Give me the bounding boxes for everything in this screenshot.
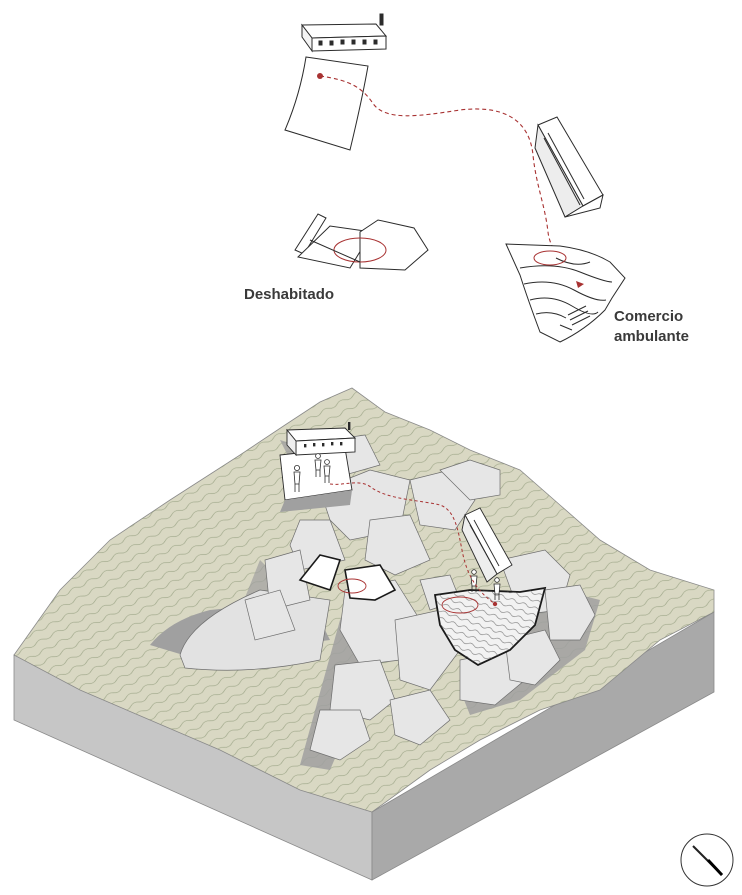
school-area: [280, 422, 355, 512]
deshabitado-plots: [295, 214, 428, 270]
school-plaza-sheet: [285, 57, 368, 150]
comercio-plot: [506, 244, 625, 342]
building-icon: [302, 14, 386, 51]
exploded-diagram: [285, 14, 625, 342]
label-comercio-line2: ambulante: [614, 328, 689, 346]
compass-icon: [681, 834, 733, 886]
label-comercio-line1: Comercio: [614, 308, 683, 326]
label-deshabitado: Deshabitado: [244, 286, 334, 304]
long-building: [535, 117, 603, 217]
